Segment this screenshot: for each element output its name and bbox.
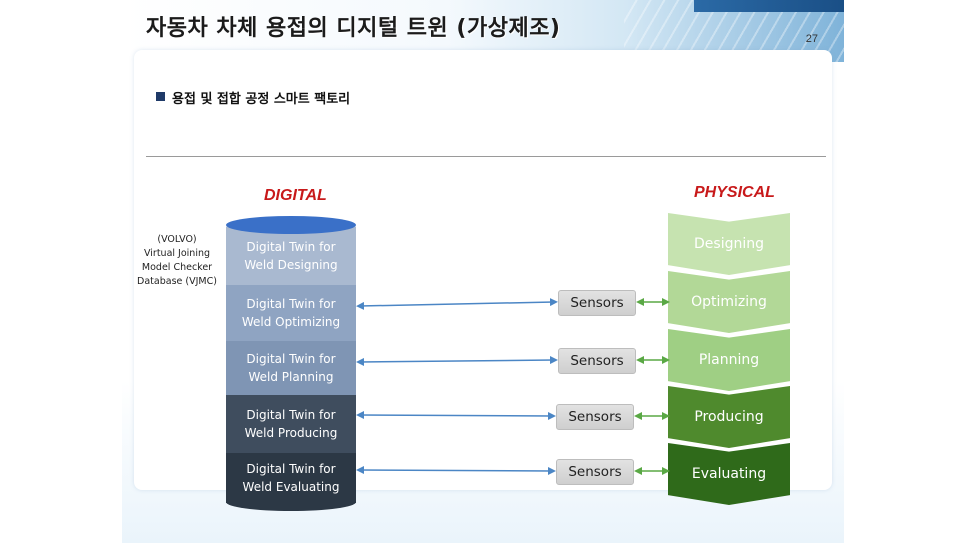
stage-evaluating: Evaluating [668,443,790,505]
layer-line: Digital Twin for [246,297,336,311]
banner-accent [694,0,844,12]
connector-arrows [356,298,670,475]
vjmc-label: (VOLVO) Virtual Joining Model Checker Da… [122,233,232,289]
vjmc-line: Database (VJMC) [137,276,217,287]
vjmc-line: Virtual Joining [143,248,211,259]
section-subtitle: 용접 및 접합 공정 스마트 팩토리 [172,92,351,107]
stage-designing: Designing [668,213,790,275]
stage-planning: Planning [668,329,790,391]
digital-sensor-arrow [356,356,558,366]
cylinder-top-cap [226,216,356,234]
digital-sensor-arrow [356,298,558,310]
sensors-box: Sensors [558,348,636,374]
layer-line: Weld Designing [244,258,338,272]
layer-line: Weld Producing [244,426,338,440]
stage-producing: Producing [668,386,790,448]
page-number: 27 [805,33,818,45]
vjmc-line: (VOLVO) [157,234,197,245]
digital-sensor-arrow [356,411,556,420]
layer-line: Digital Twin for [246,352,336,366]
slide: 자동차 차체 용접의 디지털 트윈 (가상제조) 27 용접 및 접합 공정 스… [122,0,844,543]
digital-sensor-arrow [356,466,556,475]
layer-line: Digital Twin for [246,240,336,254]
square-bullet-icon [156,92,165,101]
layer-line: Digital Twin for [246,408,336,422]
layer-line: Weld Evaluating [242,480,340,494]
digital-heading: DIGITAL [264,187,327,204]
layer-line: Weld Optimizing [241,315,341,329]
divider [146,156,826,157]
sensors-box: Sensors [556,404,634,430]
physical-heading: PHYSICAL [694,184,775,201]
sensors-box: Sensors [556,459,634,485]
page-title: 자동차 차체 용접의 디지털 트윈 (가상제조) [146,16,561,41]
layer-line: Digital Twin for [246,462,336,476]
vjmc-line: Model Checker [141,262,213,273]
layer-line: Weld Planning [248,370,334,384]
sensors-box: Sensors [558,290,636,316]
stage-optimizing: Optimizing [668,271,790,333]
